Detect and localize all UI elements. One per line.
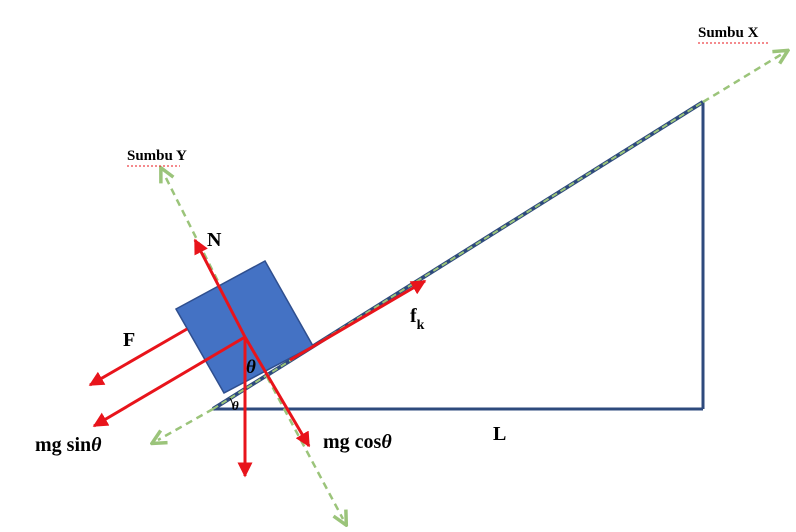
x-axis-label: Sumbu X	[698, 25, 759, 41]
y-axis-label: Sumbu Y	[127, 148, 187, 164]
x-axis-tail-arrow	[158, 407, 214, 440]
mg-sin-label: mg sinθ	[35, 434, 102, 456]
mg-cos-label-theta: θ	[381, 431, 392, 453]
base-angle-arc	[229, 397, 234, 410]
incline-triangle	[211, 100, 705, 411]
block-angle-label: θ	[246, 357, 256, 378]
mg-cos-arrow	[243, 336, 311, 448]
mg-sin-label-theta: θ	[91, 434, 102, 456]
slope-dash-overlay	[212, 101, 704, 410]
friction-label: fk	[410, 305, 425, 333]
y-axis-arrow-up	[164, 174, 252, 346]
friction-arrow	[289, 279, 427, 362]
applied-force-arrow	[88, 327, 188, 387]
friction-label-sub: k	[417, 318, 425, 333]
mg-sin-label-prefix: mg sin	[35, 434, 91, 456]
base-angle-label: θ	[232, 398, 239, 413]
mg-sin-arrow	[92, 335, 246, 428]
mg-cos-label: mg cosθ	[323, 431, 392, 453]
normal-force-arrow	[193, 238, 247, 338]
x-axis-arrow	[702, 54, 782, 104]
mg-cos-label-prefix: mg cos	[323, 431, 382, 453]
normal-force-label: N	[207, 229, 222, 251]
friction-label-main: f	[410, 305, 417, 327]
length-label: L	[493, 423, 506, 445]
applied-force-label: F	[123, 329, 135, 351]
